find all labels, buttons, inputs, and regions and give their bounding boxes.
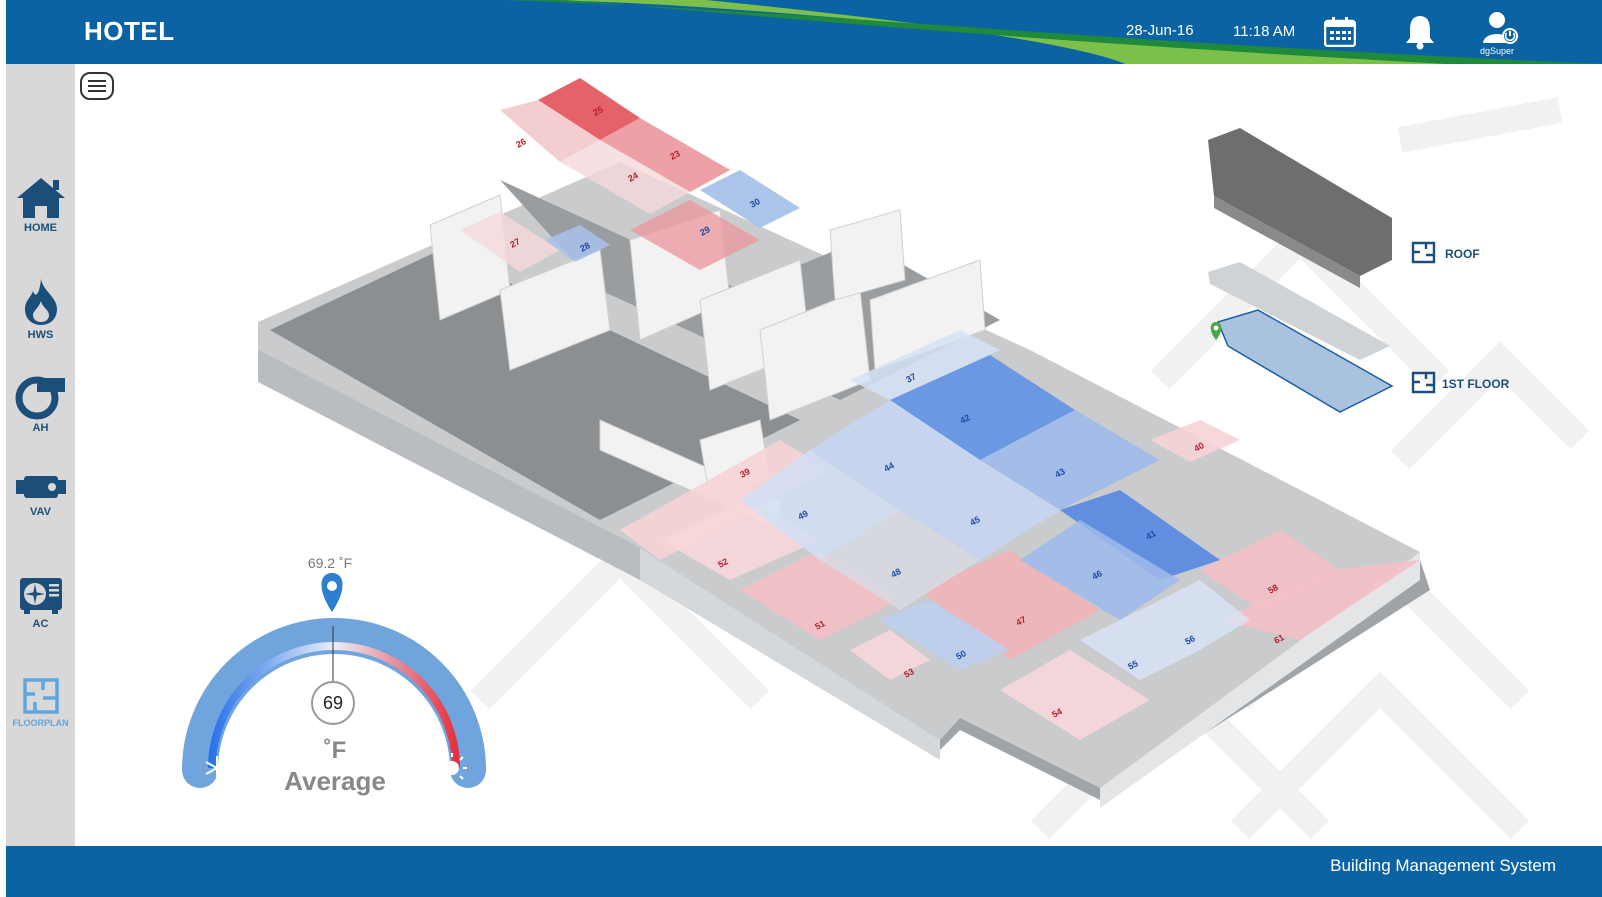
svg-text:54: 54 bbox=[1050, 706, 1064, 720]
sidebar: HOME HWS AH VAV AC FLOORPLAN bbox=[6, 64, 75, 846]
zone-labels: 25 26 23 24 30 29 27 28 37 42 43 44 45 4… bbox=[508, 104, 1286, 720]
flame-icon bbox=[24, 279, 57, 325]
vav-box-icon bbox=[15, 476, 66, 498]
header-time: 11:18 AM bbox=[1233, 23, 1296, 40]
svg-text:25: 25 bbox=[591, 104, 605, 118]
svg-text:40: 40 bbox=[1192, 440, 1206, 454]
sun-icon bbox=[437, 753, 467, 783]
footer-title: Building Management System bbox=[1330, 856, 1556, 875]
sidebar-item-home[interactable]: HOME bbox=[6, 176, 75, 234]
sidebar-item-label: AH bbox=[32, 422, 49, 434]
average-temperature-gauge: 69.2 ˚F ˚F Average bbox=[190, 552, 480, 802]
gauge-label: Average bbox=[284, 766, 386, 796]
user-power-icon[interactable] bbox=[1482, 10, 1518, 46]
svg-text:51: 51 bbox=[813, 618, 827, 632]
floor-label-1st[interactable]: 1ST FLOOR bbox=[1442, 377, 1510, 391]
svg-text:42: 42 bbox=[958, 412, 972, 426]
sidebar-item-hws[interactable]: HWS bbox=[6, 277, 75, 341]
menu-line bbox=[88, 90, 106, 92]
svg-text:41: 41 bbox=[1144, 528, 1158, 542]
header-wave-decoration bbox=[506, 0, 1602, 64]
building-wall-right bbox=[1100, 552, 1420, 808]
svg-text:56: 56 bbox=[1183, 633, 1197, 647]
building-wall-front bbox=[258, 350, 640, 580]
username-label: dgSuper bbox=[1480, 46, 1515, 56]
app-title: HOTEL bbox=[84, 16, 175, 46]
header-date: 28-Jun-16 bbox=[1126, 22, 1194, 39]
hamburger-menu-button[interactable] bbox=[80, 72, 114, 100]
sidebar-item-floorplan[interactable]: FLOORPLAN bbox=[6, 676, 75, 728]
svg-text:26: 26 bbox=[514, 136, 528, 150]
sidebar-item-ah[interactable]: AH bbox=[6, 376, 75, 434]
svg-text:30: 30 bbox=[748, 196, 762, 210]
sidebar-item-label: HWS bbox=[27, 329, 54, 341]
home-icon bbox=[16, 178, 65, 218]
calendar-icon[interactable] bbox=[1322, 14, 1358, 50]
gauge-center-value: 69 bbox=[311, 681, 355, 725]
svg-text:58: 58 bbox=[1266, 582, 1280, 596]
sidebar-item-label: AC bbox=[32, 618, 49, 630]
svg-text:53: 53 bbox=[902, 666, 916, 680]
menu-line bbox=[88, 80, 106, 82]
roof-floorplan-icon[interactable] bbox=[1411, 241, 1436, 264]
svg-text:37: 37 bbox=[904, 371, 918, 385]
floor-stack-1st[interactable] bbox=[1208, 262, 1394, 413]
sidebar-item-label: FLOORPLAN bbox=[12, 718, 69, 728]
svg-text:61: 61 bbox=[1272, 632, 1286, 646]
svg-text:47: 47 bbox=[1014, 614, 1028, 628]
svg-text:24: 24 bbox=[626, 170, 640, 184]
footer-bar: Building Management System bbox=[6, 846, 1602, 897]
blower-icon bbox=[15, 376, 65, 420]
sidebar-item-ac[interactable]: AC bbox=[6, 576, 75, 630]
svg-text:27: 27 bbox=[508, 236, 522, 250]
left-edge bbox=[0, 0, 6, 897]
cooling-zones bbox=[545, 170, 1250, 680]
header-bar bbox=[6, 0, 1602, 64]
menu-line bbox=[88, 85, 106, 87]
ac-unit-icon bbox=[19, 578, 62, 614]
floor-stack-roof[interactable] bbox=[1208, 128, 1392, 288]
floor-plan-3d: 25 26 23 24 30 29 27 28 37 42 43 44 45 4… bbox=[182, 78, 1590, 840]
snowflake-icon bbox=[205, 756, 229, 780]
gauge-marker-pin-icon bbox=[321, 573, 343, 612]
sidebar-item-vav[interactable]: VAV bbox=[6, 472, 75, 518]
interior-walls bbox=[429, 194, 986, 531]
building-wall-front-2 bbox=[640, 548, 940, 760]
svg-text:39: 39 bbox=[738, 466, 752, 480]
svg-text:48: 48 bbox=[889, 566, 903, 580]
sidebar-item-label: HOME bbox=[24, 222, 57, 234]
svg-text:28: 28 bbox=[578, 240, 592, 254]
svg-text:55: 55 bbox=[1126, 658, 1140, 672]
svg-text:45: 45 bbox=[968, 514, 982, 528]
gauge-current-value: 69.2 ˚F bbox=[307, 555, 353, 571]
floorplan-icon bbox=[22, 678, 59, 714]
svg-text:52: 52 bbox=[716, 556, 730, 570]
svg-text:43: 43 bbox=[1053, 466, 1067, 480]
svg-text:50: 50 bbox=[954, 648, 968, 662]
svg-text:44: 44 bbox=[882, 460, 896, 474]
sidebar-item-label: VAV bbox=[30, 506, 51, 518]
svg-text:49: 49 bbox=[796, 508, 810, 522]
gauge-color-arc bbox=[208, 642, 460, 769]
gauge-outer-arc bbox=[182, 618, 486, 788]
floor-location-pin-icon bbox=[1210, 322, 1222, 340]
first-floor-floorplan-icon[interactable] bbox=[1411, 371, 1436, 394]
svg-text:23: 23 bbox=[668, 148, 682, 162]
svg-text:29: 29 bbox=[698, 224, 712, 238]
svg-text:46: 46 bbox=[1090, 568, 1104, 582]
room-title: BANQUET ROOM-KITCHEN bbox=[1126, 71, 1349, 90]
gauge-unit: ˚F bbox=[323, 737, 347, 764]
floor-label-roof[interactable]: ROOF bbox=[1445, 247, 1480, 261]
bell-icon[interactable] bbox=[1402, 14, 1438, 50]
